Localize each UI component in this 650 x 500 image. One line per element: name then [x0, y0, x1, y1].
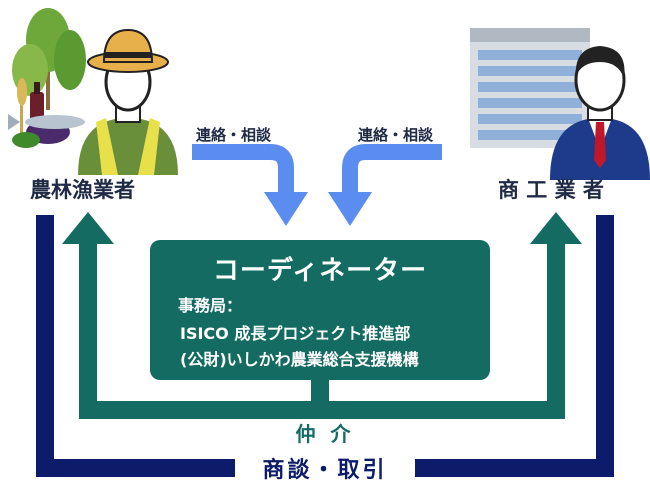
- coordinator-box: コーディネーター 事務局： ISICO 成長プロジェクト推進部 (公財)いしかわ…: [150, 240, 490, 380]
- office-line-foundation: (公財)いしかわ農業総合支援機構: [180, 350, 419, 369]
- office-building-icon: [470, 28, 590, 148]
- businessman-illustration: [550, 46, 650, 180]
- left-party-label: 農林漁業者: [30, 178, 135, 202]
- mediation-line-right: [320, 240, 565, 419]
- deal-label: 商談・取引: [235, 452, 415, 484]
- contact-label-left: 連絡・相談: [196, 126, 272, 144]
- contact-arrow-right: [328, 144, 442, 226]
- farmer-illustration: [78, 28, 178, 175]
- office-label: 事務局：: [178, 296, 243, 315]
- mediation-arrowhead-right: [530, 212, 582, 244]
- right-party-label: 商 工 業 者: [498, 178, 604, 202]
- contact-label-right: 連絡・相談: [358, 126, 434, 144]
- mediation-loop: [62, 212, 582, 419]
- coordinator-title: コーディネーター: [212, 256, 428, 286]
- contact-arrow-left: [192, 144, 308, 226]
- mediation-arrowhead-left: [62, 212, 114, 244]
- office-line-isico: ISICO 成長プロジェクト推進部: [180, 324, 411, 343]
- mediation-label: 仲 介: [295, 422, 355, 446]
- mediation-line-left: [79, 240, 329, 419]
- produce-illustration: [8, 8, 86, 148]
